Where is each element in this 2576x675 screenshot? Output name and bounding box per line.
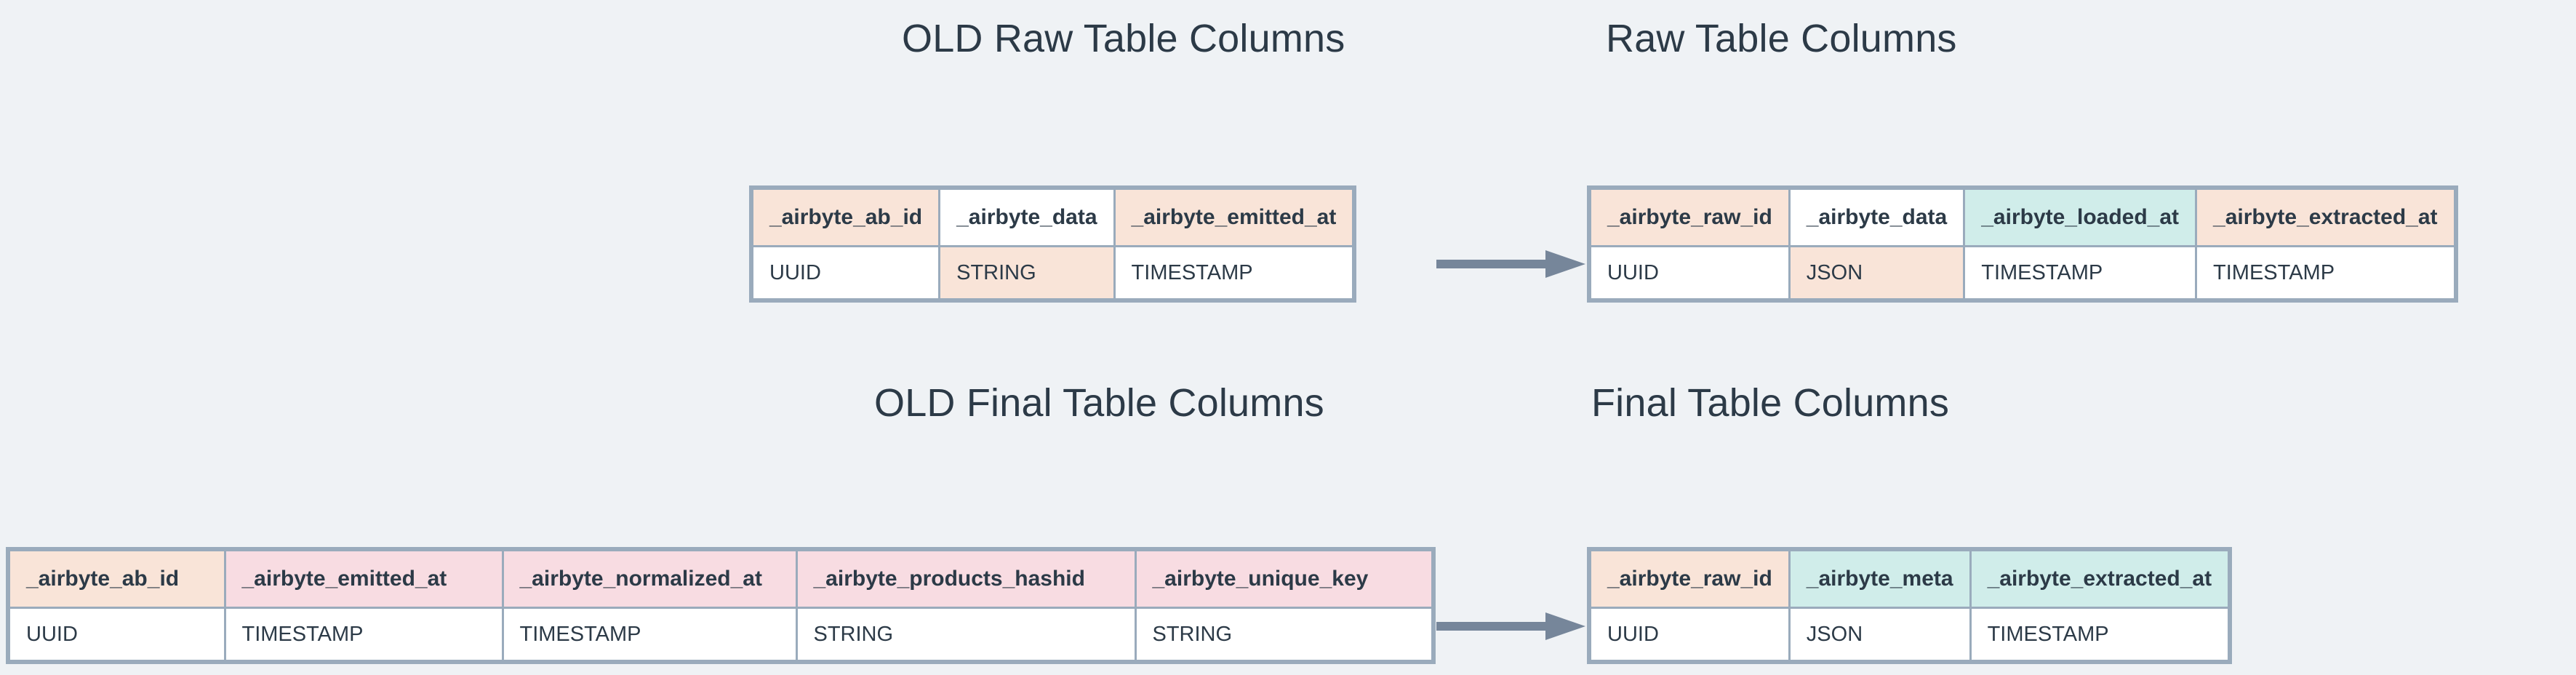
table-header-row: _airbyte_raw_id_airbyte_meta_airbyte_ext… — [1588, 548, 2231, 609]
column-header-cell: _airbyte_loaded_at — [1963, 186, 2198, 247]
column-type-cell: TIMESTAMP — [223, 607, 504, 663]
column-type-cell: STRING — [1134, 607, 1435, 663]
column-header-cell: _airbyte_extracted_at — [2195, 186, 2457, 247]
column-type-cell: TIMESTAMP — [2195, 245, 2457, 302]
column-header-cell: _airbyte_extracted_at — [1969, 548, 2231, 609]
column-type-cell: JSON — [1788, 607, 1972, 663]
column-header-cell: _airbyte_products_hashid — [795, 548, 1137, 609]
arrow-right-icon — [1436, 610, 1585, 643]
table-final-columns: _airbyte_raw_id_airbyte_meta_airbyte_ext… — [1587, 547, 2233, 664]
column-type-cell: TIMESTAMP — [1113, 245, 1356, 302]
table-header-row: _airbyte_ab_id_airbyte_data_airbyte_emit… — [750, 186, 1356, 247]
table-header-row: _airbyte_raw_id_airbyte_data_airbyte_loa… — [1588, 186, 2457, 247]
column-header-cell: _airbyte_meta — [1788, 548, 1972, 609]
section-title-old-final-table-columns: OLD Final Table Columns — [874, 381, 1324, 425]
column-header-cell: _airbyte_ab_id — [7, 548, 226, 609]
column-header-cell: _airbyte_emitted_at — [223, 548, 504, 609]
arrow-right-icon — [1436, 247, 1585, 281]
table-raw-columns: _airbyte_raw_id_airbyte_data_airbyte_loa… — [1587, 185, 2458, 303]
column-header-cell: _airbyte_data — [1788, 186, 1966, 247]
column-type-cell: TIMESTAMP — [501, 607, 798, 663]
column-type-cell: TIMESTAMP — [1969, 607, 2231, 663]
arrow-right-icon-svg — [1436, 612, 1585, 640]
column-type-cell: STRING — [938, 245, 1116, 302]
column-header-cell: _airbyte_data — [938, 186, 1116, 247]
column-type-cell: STRING — [795, 607, 1137, 663]
column-type-cell: UUID — [7, 607, 226, 663]
column-type-cell: UUID — [750, 245, 941, 302]
column-header-cell: _airbyte_unique_key — [1134, 548, 1435, 609]
column-type-cell: TIMESTAMP — [1963, 245, 2198, 302]
table-old-final-columns: _airbyte_ab_id_airbyte_emitted_at_airbyt… — [6, 547, 1436, 664]
column-type-cell: UUID — [1588, 245, 1791, 302]
section-title-raw-table-columns: Raw Table Columns — [1606, 17, 1957, 60]
column-header-cell: _airbyte_normalized_at — [501, 548, 798, 609]
table-header-row: _airbyte_ab_id_airbyte_emitted_at_airbyt… — [7, 548, 1435, 609]
column-header-cell: _airbyte_raw_id — [1588, 548, 1791, 609]
column-type-cell: JSON — [1788, 245, 1966, 302]
column-header-cell: _airbyte_emitted_at — [1113, 186, 1356, 247]
column-header-cell: _airbyte_raw_id — [1588, 186, 1791, 247]
table-old-raw-columns: _airbyte_ab_id_airbyte_data_airbyte_emit… — [749, 185, 1357, 303]
column-header-cell: _airbyte_ab_id — [750, 186, 941, 247]
section-title-final-table-columns: Final Table Columns — [1591, 381, 1950, 425]
section-title-old-raw-table-columns: OLD Raw Table Columns — [902, 17, 1345, 60]
column-type-cell: UUID — [1588, 607, 1791, 663]
arrow-right-icon-svg — [1436, 250, 1585, 278]
